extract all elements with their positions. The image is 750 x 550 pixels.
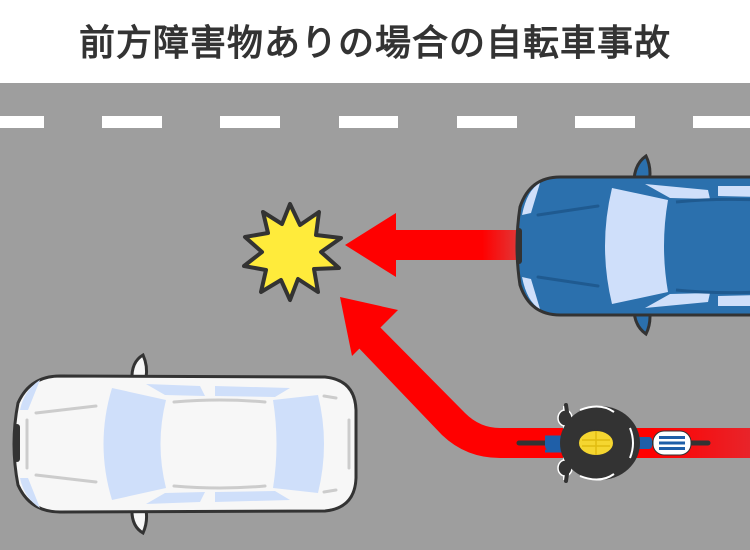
collision-burst-icon (242, 202, 343, 302)
bicycle-rider (516, 403, 711, 483)
road-scene (0, 83, 750, 550)
header: 前方障害物ありの場合の自転車事故 (0, 0, 750, 83)
bicycle-path-arrow (340, 297, 750, 458)
parked-car (12, 352, 358, 536)
page-title: 前方障害物ありの場合の自転車事故 (78, 22, 671, 64)
oncoming-car (515, 153, 750, 337)
lane-markings (0, 116, 750, 128)
car-path-arrow (345, 213, 520, 277)
